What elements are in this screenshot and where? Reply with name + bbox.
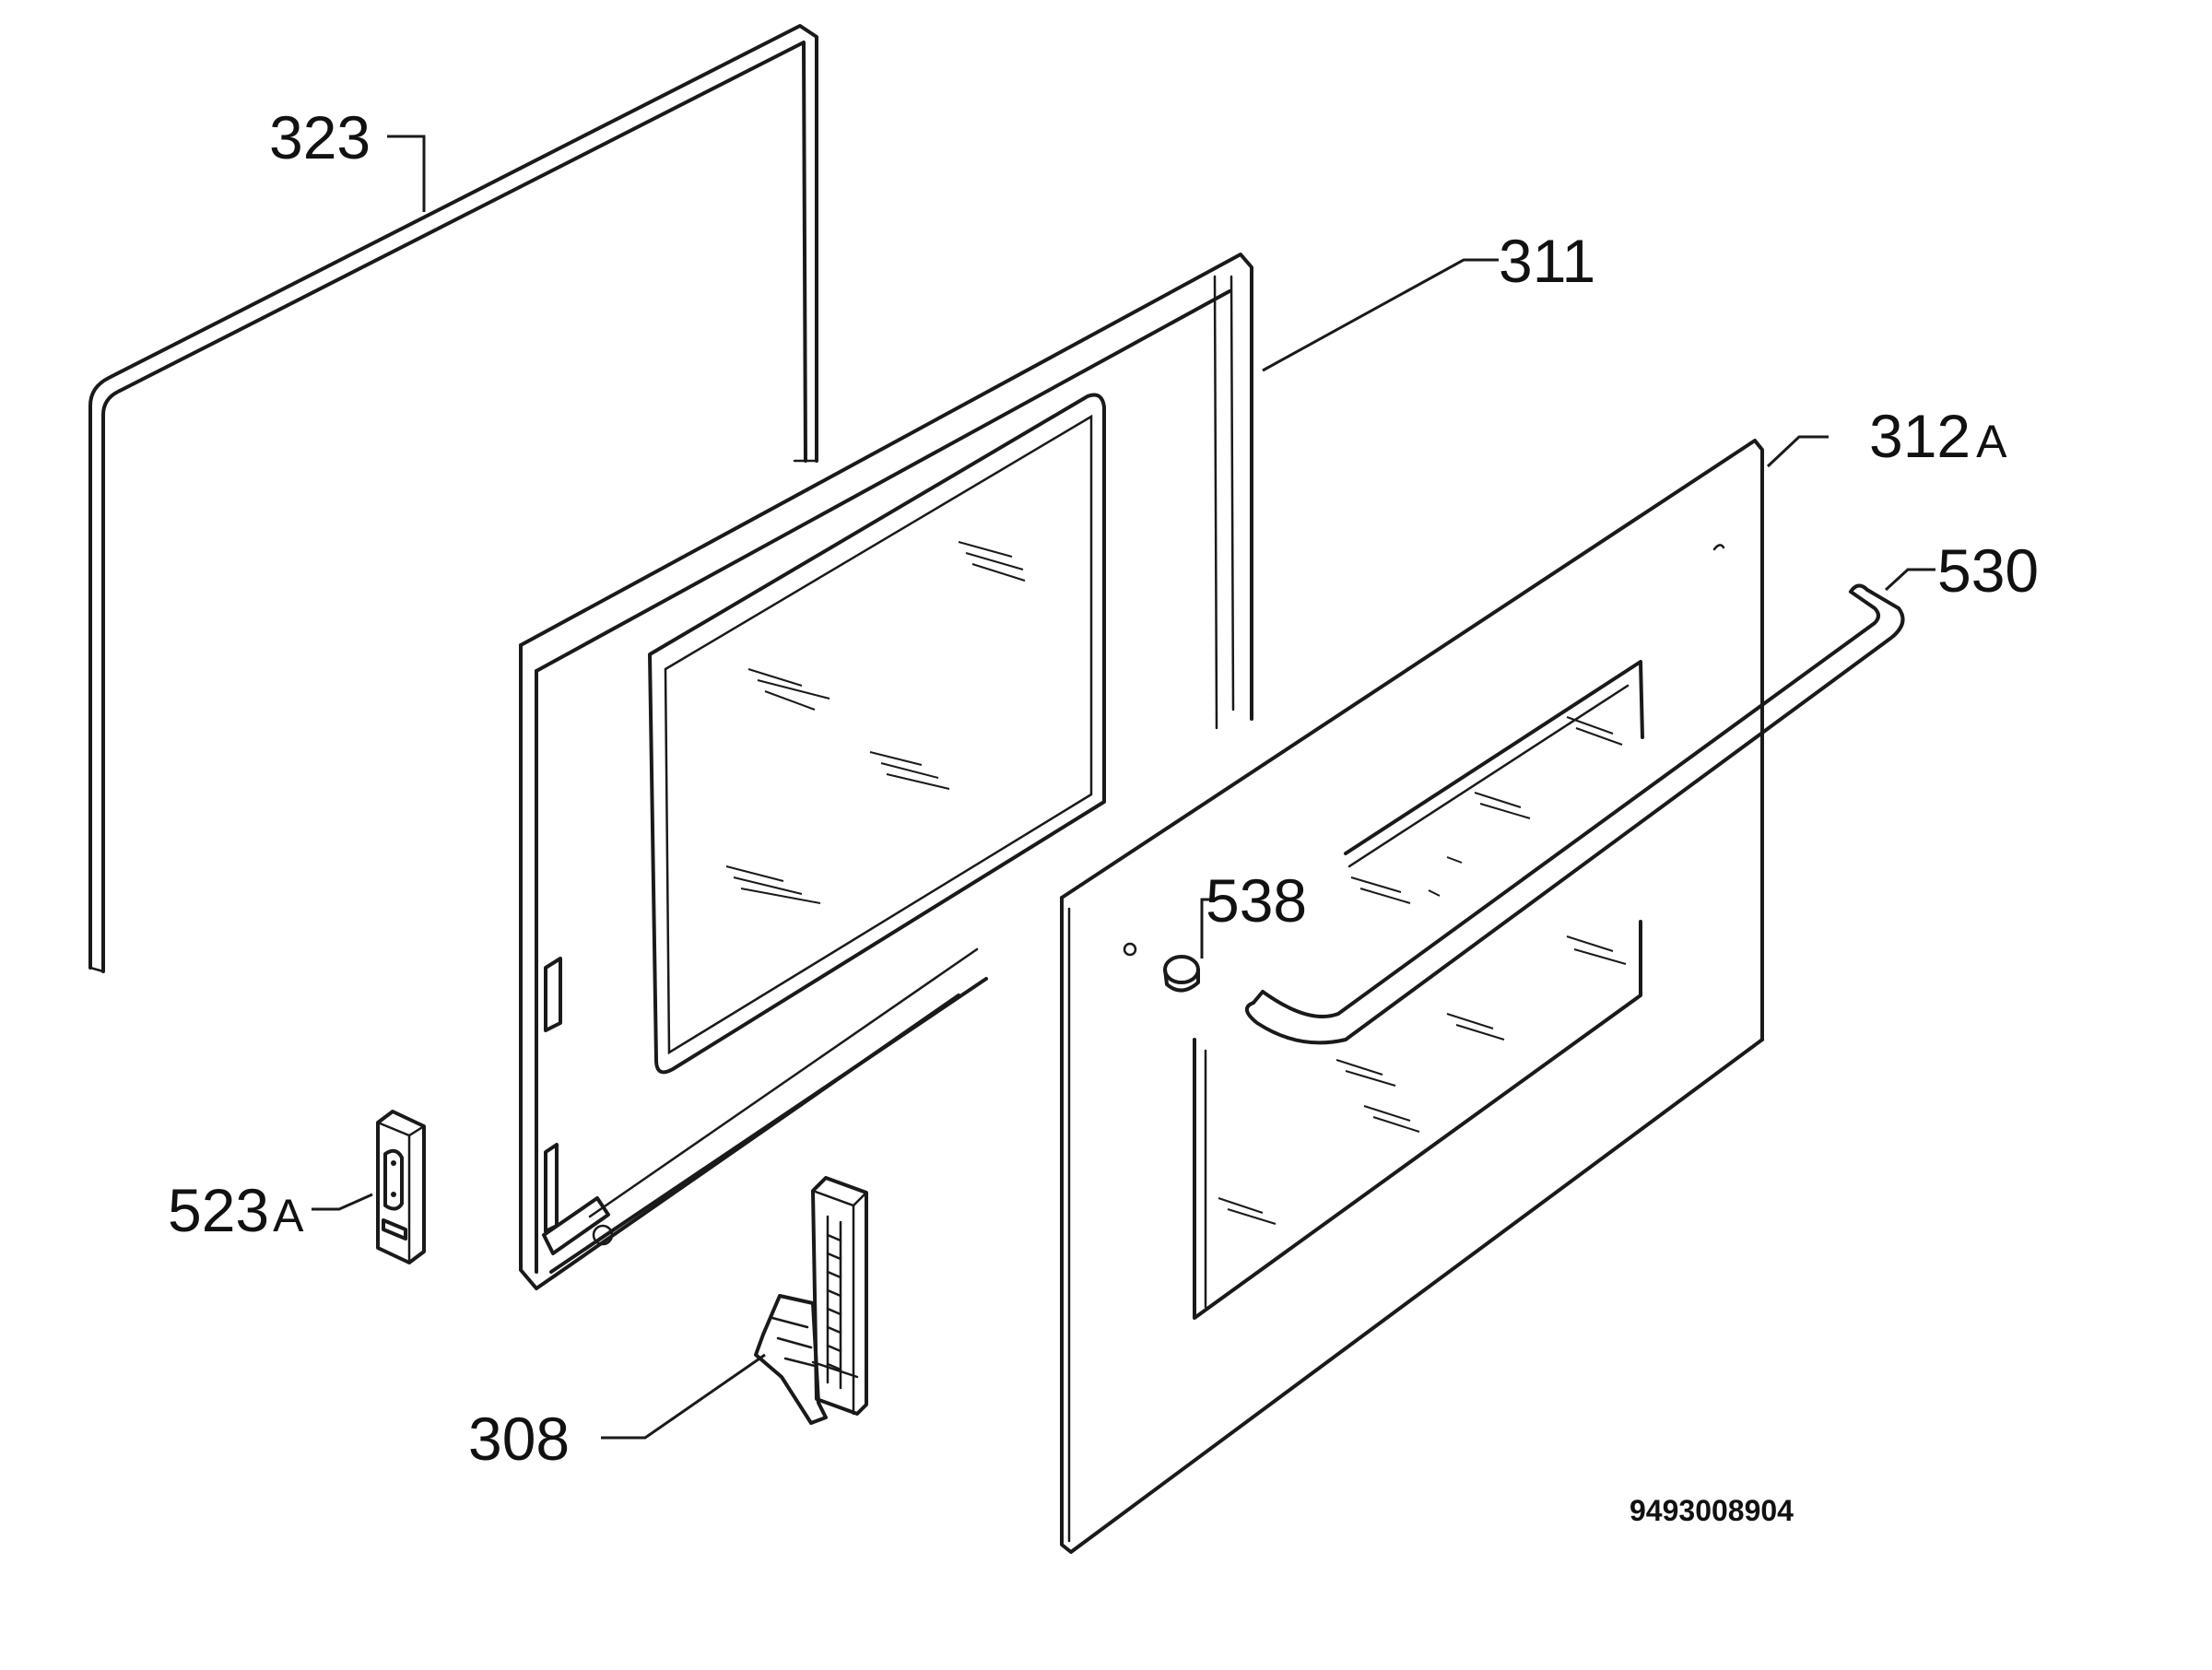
callout-outer-glass-number: 312: [1869, 402, 1971, 470]
hinge-cover-part: [376, 1110, 426, 1264]
callout-handle: 530: [1937, 536, 2039, 605]
leader-hinge-cover: [312, 1193, 373, 1211]
door-hinge-part: [754, 1176, 868, 1425]
outer-glass-panel-part: [1060, 439, 1764, 1554]
callout-screw-cap: 538: [1206, 866, 1307, 935]
inner-door-frame-part: [519, 253, 1253, 1290]
screw-cap-part: [1163, 955, 1200, 993]
callout-hinge: 308: [468, 1405, 570, 1473]
door-handle-part: [1245, 583, 1905, 1045]
callout-inner-frame: 311: [1499, 227, 1595, 295]
leader-handle: [1884, 568, 1936, 592]
leader-hinge: [601, 1353, 766, 1440]
callout-hinge-cover-number: 523: [168, 1176, 269, 1244]
callout-hinge-cover: 523A: [168, 1176, 304, 1244]
door-seal-part: [88, 24, 818, 973]
leader-inner-frame: [1262, 258, 1499, 372]
leader-seal: [387, 135, 426, 212]
callout-hinge-cover-suffix: A: [273, 1190, 304, 1241]
leader-outer-glass: [1766, 435, 1829, 468]
document-number: 9493008904: [1630, 1494, 1794, 1527]
leader-lines: [312, 135, 1936, 1440]
leader-screw-cap: [1200, 898, 1217, 958]
callout-seal: 323: [269, 103, 371, 171]
callout-outer-glass-suffix: A: [1976, 416, 2007, 467]
